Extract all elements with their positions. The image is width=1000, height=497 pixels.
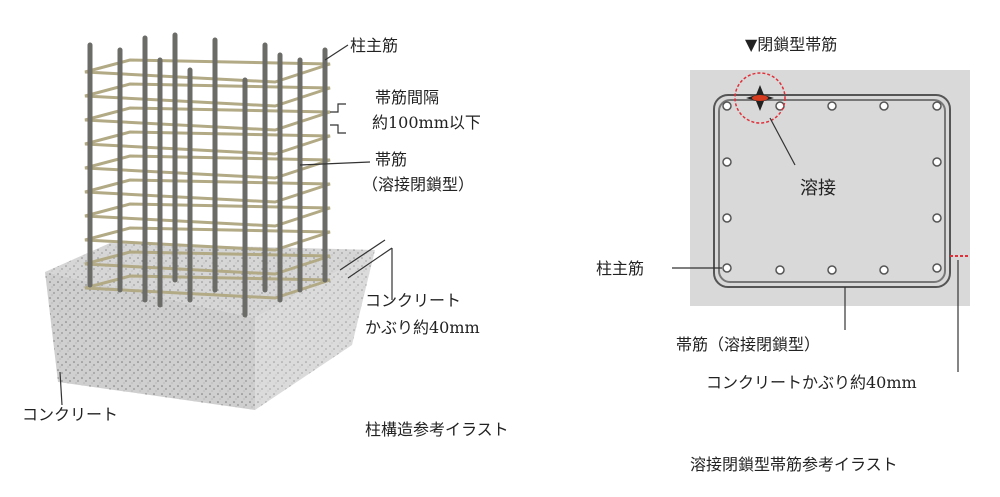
- left-leader-lines: [59, 44, 393, 406]
- label-section-hoop: 帯筋（溶接閉鎖型）: [676, 335, 821, 354]
- label-hoop-spacing: 帯筋間隔: [375, 88, 440, 107]
- label-cover-value: かぶり約40mm: [365, 318, 480, 337]
- hoop-tie: [84, 250, 331, 276]
- section-rebar-dot: [879, 101, 889, 111]
- weld-highlight-circle: [734, 72, 786, 124]
- hoop-tie: [84, 82, 331, 108]
- section-rebar-dot: [827, 265, 837, 275]
- section-rebar-dot: [879, 265, 889, 275]
- section-view: [690, 70, 970, 306]
- section-rebar-dot: [827, 101, 837, 111]
- hoop-tie: [84, 58, 331, 84]
- label-main-bar: 柱主筋: [350, 36, 399, 55]
- section-rebar-dot: [775, 101, 785, 111]
- label-weld: 溶接: [800, 178, 836, 199]
- section-rebar-dot: [722, 157, 732, 167]
- hoop-tie: [84, 226, 331, 252]
- hoop-tie: [84, 202, 331, 228]
- right-leader-lines: [672, 117, 959, 372]
- section-rebar-dot: [932, 213, 942, 223]
- section-title: ▼閉鎖型帯筋: [745, 35, 838, 54]
- left-caption: 柱構造参考イラスト: [365, 420, 509, 439]
- section-rebar-dot: [722, 101, 732, 111]
- label-section-main-bar: 柱主筋: [596, 259, 645, 278]
- label-concrete: コンクリート: [22, 405, 119, 424]
- label-cover: コンクリート: [365, 291, 462, 310]
- concrete-block: [45, 243, 375, 410]
- label-hoop: 帯筋: [375, 150, 408, 169]
- section-rebar-dot: [932, 157, 942, 167]
- hoop-tie: [84, 274, 331, 300]
- right-caption: 溶接閉鎖型帯筋参考イラスト: [690, 455, 898, 474]
- hoop-tie: [84, 178, 331, 204]
- label-section-cover: コンクリートかぶり約40mm: [706, 373, 917, 392]
- section-rebar-dot: [932, 263, 942, 273]
- section-rebar-dot: [932, 101, 942, 111]
- section-rebar-dot: [775, 265, 785, 275]
- hoop-ties: [84, 58, 331, 300]
- section-rebar-dot: [722, 263, 732, 273]
- label-hoop-spacing-value: 約100mm以下: [372, 113, 481, 132]
- section-rebar-dot: [722, 213, 732, 223]
- hoop-tie: [84, 154, 331, 180]
- main-rebars: [87, 32, 328, 318]
- hoop-tie: [84, 130, 331, 156]
- label-hoop-type: （溶接閉鎖型）: [362, 175, 475, 194]
